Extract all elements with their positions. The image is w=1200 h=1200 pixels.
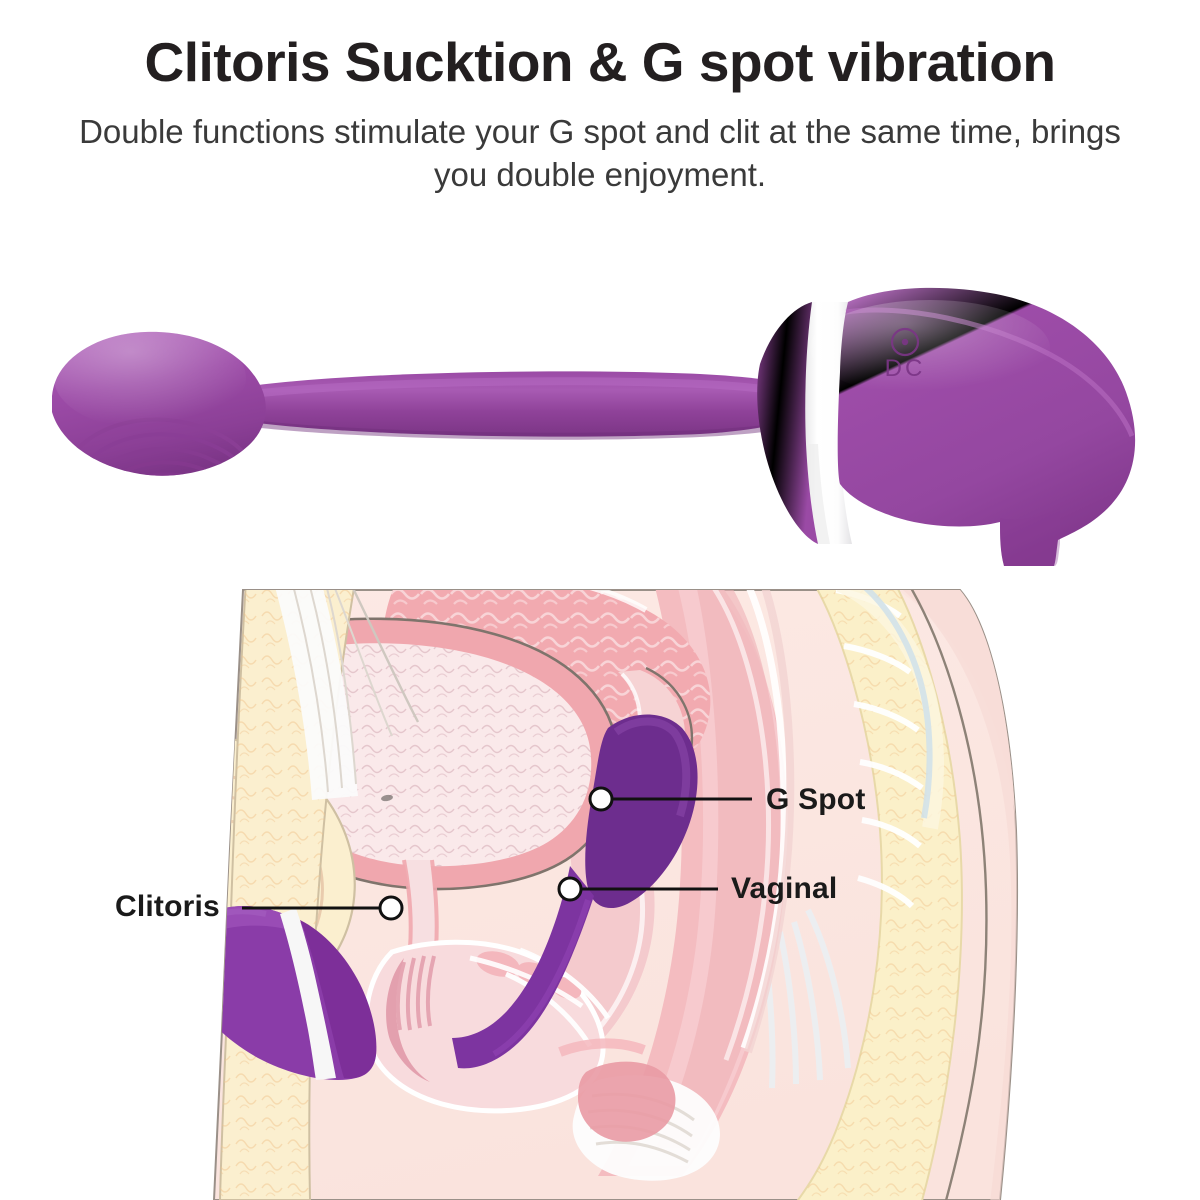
callout-lines [242,786,752,921]
egg-ribs [54,331,258,476]
dc-charging-port-icon [890,327,920,357]
dc-port-label: DC [885,355,926,382]
label-vaginal: Vaginal [731,872,838,905]
label-g-spot: G Spot [766,783,866,816]
pelvic-cross-section-illustration [212,589,1019,1200]
product-illustration: DC [52,287,1136,566]
label-clitoris: Clitoris [115,890,220,923]
inserted-vibrating-egg [585,714,698,909]
anatomy-contents [214,590,1018,1200]
clitoris-marker [378,895,404,921]
anatomy-diagram [0,560,1200,1200]
page-title: Clitoris Sucktion & G spot vibration [144,31,1056,93]
inserted-device-tail [452,866,594,1069]
product-shaft [236,371,800,440]
header-block: Clitoris Sucktion & G spot vibration Dou… [0,0,1200,197]
suction-head: DC [757,287,1136,566]
page-subtitle: Double functions stimulate your G spot a… [79,112,1121,194]
vaginal-marker [557,876,583,902]
g-spot-marker [588,786,614,812]
vibrating-egg [52,331,266,476]
product-image: DC [0,268,1200,588]
